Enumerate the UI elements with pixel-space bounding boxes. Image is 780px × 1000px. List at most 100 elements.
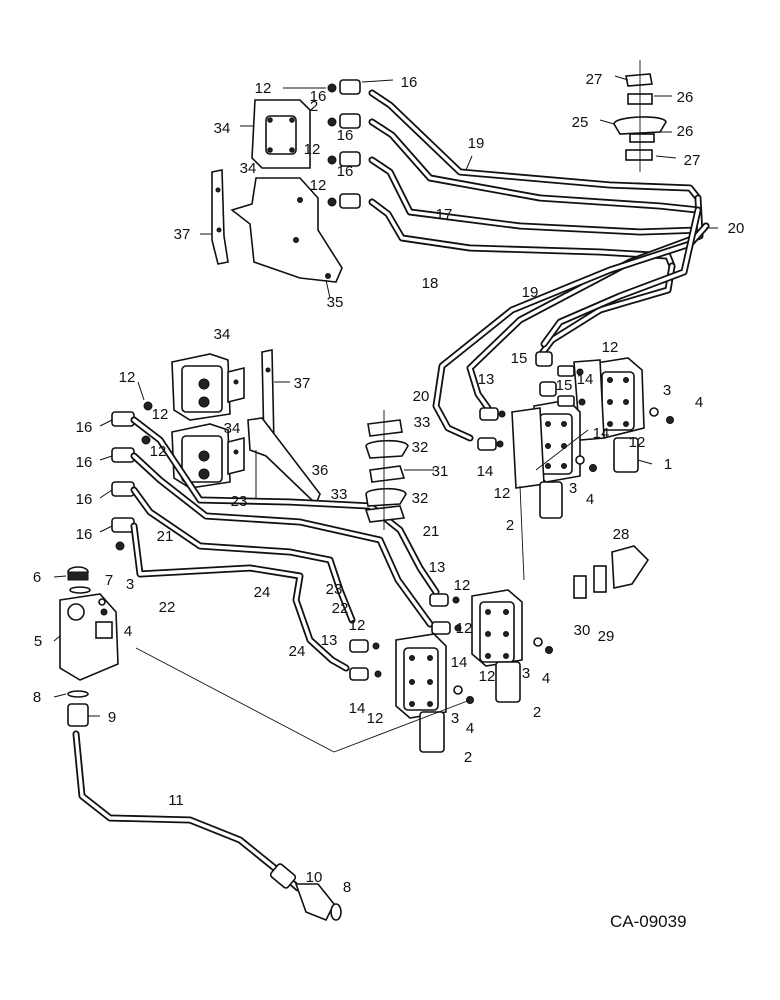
callout-14: 14 [349, 700, 366, 717]
clamp-stack-25-27 [613, 60, 667, 172]
callout-3: 3 [522, 665, 530, 682]
callout-22: 22 [332, 600, 349, 617]
callout-8: 8 [33, 689, 41, 706]
callout-20: 20 [413, 388, 430, 405]
callout-3: 3 [126, 576, 134, 593]
callout-4: 4 [466, 720, 474, 737]
callout-12: 12 [602, 339, 619, 356]
callout-36: 36 [312, 462, 329, 479]
callout-19: 19 [468, 135, 485, 152]
callout-12: 12 [152, 406, 169, 423]
valve-block-2-upper [511, 399, 597, 519]
callout-3: 3 [663, 382, 671, 399]
callout-24: 24 [254, 584, 271, 601]
pipe-18 [368, 198, 676, 270]
callout-8: 8 [343, 879, 351, 896]
callout-14: 14 [577, 371, 594, 388]
upper-valve-fittings [477, 351, 586, 451]
callout-22: 22 [159, 599, 176, 616]
callout-16: 16 [76, 491, 93, 508]
callout-12: 12 [255, 80, 272, 97]
callout-12: 12 [349, 617, 366, 634]
callout-13: 13 [429, 559, 446, 576]
pipe-20 [432, 222, 710, 442]
callout-4: 4 [542, 670, 550, 687]
top-fittings [327, 79, 361, 209]
strap-37-top [211, 169, 229, 265]
callout-3: 3 [451, 710, 459, 727]
callout-27: 27 [586, 71, 603, 88]
callout-32: 32 [412, 439, 429, 456]
callout-30: 30 [574, 622, 591, 639]
callout-10: 10 [306, 869, 323, 886]
callout-20: 20 [728, 220, 745, 237]
callout-31: 31 [432, 463, 449, 480]
callout-12: 12 [310, 177, 327, 194]
callout-21: 21 [423, 523, 440, 540]
callout-28: 28 [613, 526, 630, 543]
callout-23: 23 [326, 581, 343, 598]
upper-pipe-group [211, 79, 710, 442]
callout-4: 4 [124, 623, 132, 640]
pipe-to-elbow-15b [540, 206, 702, 348]
bracket-35 [230, 177, 343, 283]
callout-25: 25 [572, 114, 589, 131]
callout-12: 12 [119, 369, 136, 386]
callout-4: 4 [695, 394, 703, 411]
callout-2: 2 [464, 749, 472, 766]
callout-12: 12 [367, 710, 384, 727]
callout-26: 26 [677, 89, 694, 106]
callout-13: 13 [321, 632, 338, 649]
callout-15: 15 [511, 350, 528, 367]
callout-37: 37 [174, 226, 191, 243]
pipe-16-second [368, 118, 702, 214]
middle-fittings [111, 401, 153, 551]
callout-12: 12 [150, 443, 167, 460]
callout-34: 34 [214, 120, 231, 137]
callout-4: 4 [586, 491, 594, 508]
callout-16: 16 [337, 163, 354, 180]
valve-block-2-middle [471, 589, 553, 703]
leader-lines [53, 75, 718, 717]
callout-35: 35 [327, 294, 344, 311]
callout-12: 12 [494, 485, 511, 502]
valve-block-2-lower [395, 633, 474, 753]
callout-14: 14 [593, 425, 610, 442]
callout-16: 16 [310, 88, 327, 105]
callout-16: 16 [76, 454, 93, 471]
callout-19: 19 [522, 284, 539, 301]
callout-2: 2 [506, 517, 514, 534]
callout-32: 32 [412, 490, 429, 507]
callout-33: 33 [331, 486, 348, 503]
callout-15: 15 [556, 377, 573, 394]
callout-9: 9 [108, 709, 116, 726]
callout-13: 13 [478, 371, 495, 388]
callout-21: 21 [157, 528, 174, 545]
callout-34: 34 [224, 420, 241, 437]
clamp-stack-31-33 [364, 410, 409, 530]
callout-16: 16 [76, 419, 93, 436]
callout-17: 17 [436, 206, 453, 223]
pipe-to-elbow-15 [536, 262, 676, 360]
callout-2: 2 [533, 704, 541, 721]
callout-16: 16 [401, 74, 418, 91]
callout-12: 12 [454, 577, 471, 594]
callout-23: 23 [231, 493, 248, 510]
reference-lines [135, 429, 589, 753]
callout-18: 18 [422, 275, 439, 292]
lower-valve-fittings [349, 593, 462, 681]
callout-29: 29 [598, 628, 615, 645]
middle-brackets [171, 349, 321, 506]
callout-33: 33 [414, 414, 431, 431]
callout-12: 12 [456, 620, 473, 637]
callout-7: 7 [105, 572, 113, 589]
callout-12: 12 [479, 668, 496, 685]
callout-1: 1 [664, 456, 672, 473]
pipe-19-upper [368, 89, 702, 202]
callout-27: 27 [684, 152, 701, 169]
callout-24: 24 [289, 643, 306, 660]
callout-14: 14 [477, 463, 494, 480]
callout-5: 5 [34, 633, 42, 650]
callout-12: 12 [629, 434, 646, 451]
